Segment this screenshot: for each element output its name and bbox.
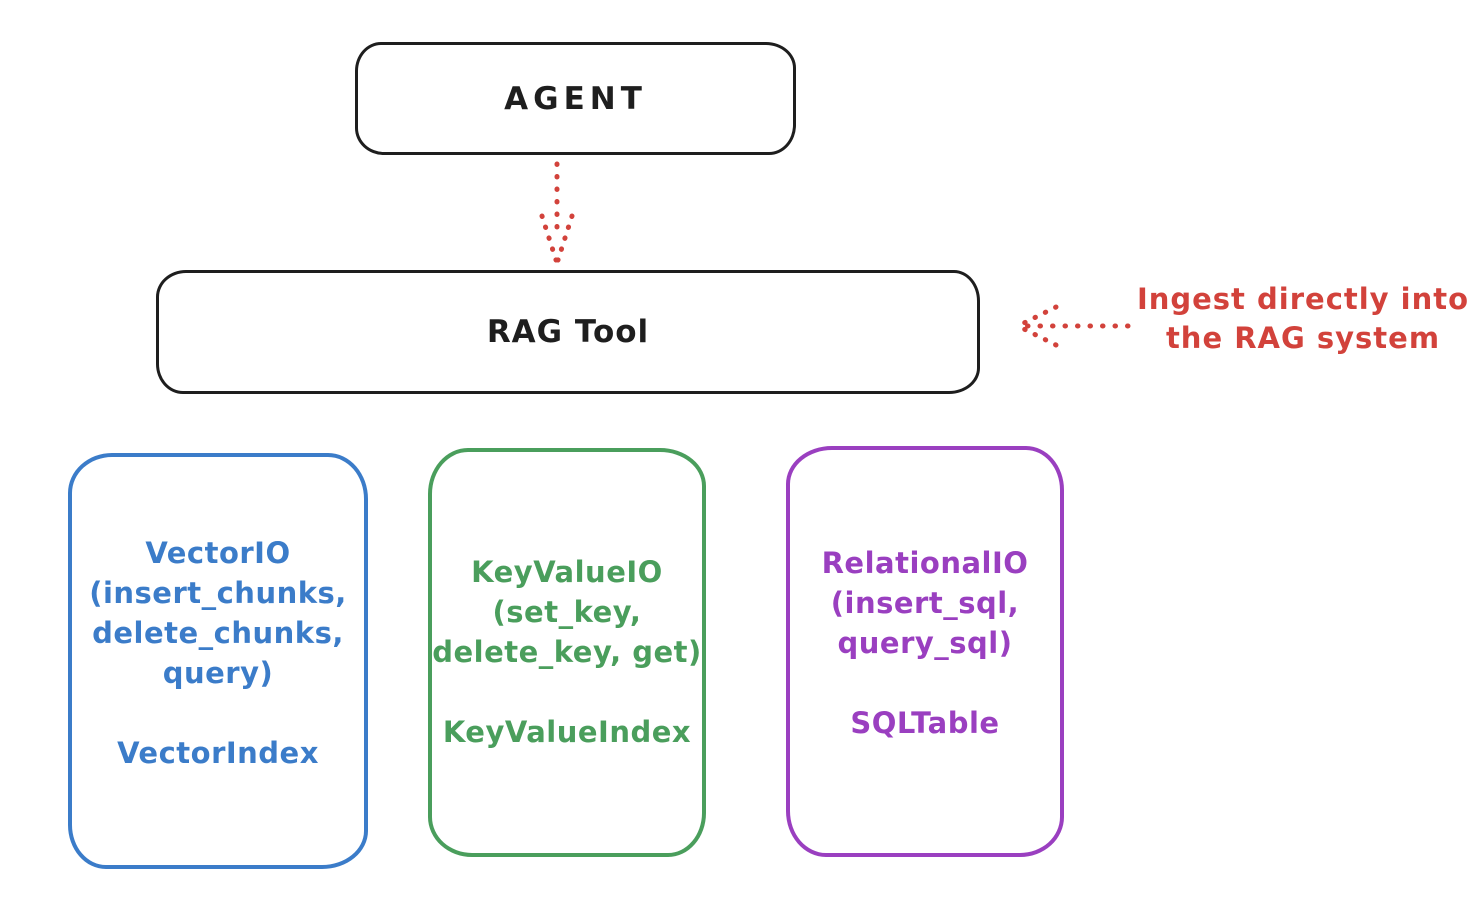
relationalio-text: RelationalIO (insert_sql, query_sql) SQL… xyxy=(822,450,1029,853)
keyvalueio-line: delete_key, get) xyxy=(432,635,702,669)
agent-label: AGENT xyxy=(504,80,647,117)
vectorio-line: query) xyxy=(162,656,274,690)
keyvalueio-box: KeyValueIO (set_key, delete_key, get) Ke… xyxy=(428,448,706,857)
relationalio-line: query_sql) xyxy=(837,626,1013,660)
vectorio-line: delete_chunks, xyxy=(92,616,344,650)
agent-box: AGENT xyxy=(355,42,796,155)
arrow-agent-to-rag-icon xyxy=(539,161,575,263)
ingest-annotation-line2: the RAG system xyxy=(1165,321,1441,355)
vectorio-index-label: VectorIndex xyxy=(117,736,319,770)
relationalio-line: RelationalIO xyxy=(821,546,1029,580)
relationalio-index-label: SQLTable xyxy=(850,706,1000,740)
ingest-annotation-line1: Ingest directly into xyxy=(1136,282,1470,316)
relationalio-box: RelationalIO (insert_sql, query_sql) SQL… xyxy=(786,446,1064,857)
keyvalueio-line: (set_key, xyxy=(492,595,642,629)
keyvalueio-line: KeyValueIO xyxy=(471,555,663,589)
vectorio-line: VectorIO xyxy=(145,536,291,570)
vectorio-line: (insert_chunks, xyxy=(89,576,347,610)
keyvalueio-text: KeyValueIO (set_key, delete_key, get) Ke… xyxy=(432,452,702,853)
vectorio-text: VectorIO (insert_chunks, delete_chunks, … xyxy=(89,457,347,865)
arrow-ingest-to-rag-icon xyxy=(1017,304,1131,348)
ingest-annotation: Ingest directly into the RAG system xyxy=(1128,280,1478,358)
vectorio-box: VectorIO (insert_chunks, delete_chunks, … xyxy=(68,453,368,869)
keyvalueio-index-label: KeyValueIndex xyxy=(442,715,692,749)
relationalio-line: (insert_sql, xyxy=(830,586,1020,620)
rag-tool-box: RAG Tool xyxy=(156,270,980,394)
rag-tool-label: RAG Tool xyxy=(486,314,650,350)
